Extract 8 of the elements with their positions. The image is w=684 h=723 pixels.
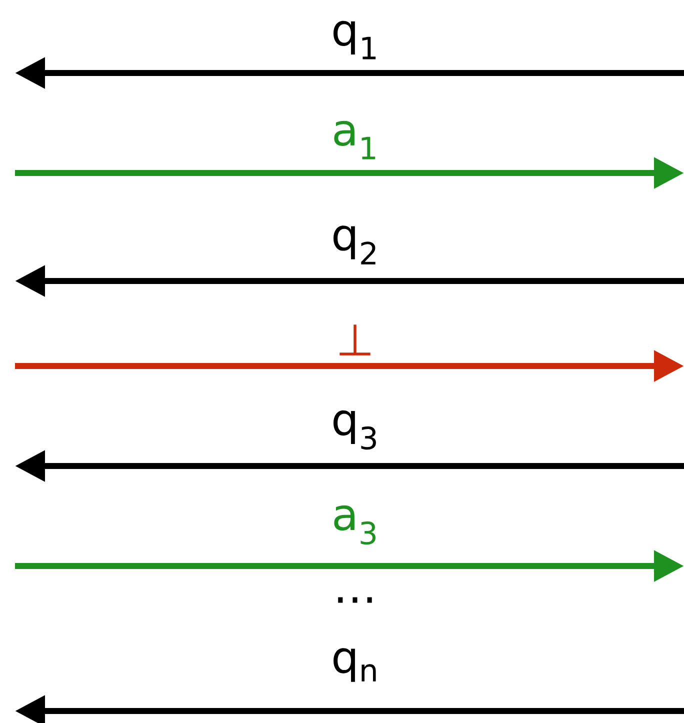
ellipsis: …: [338, 597, 372, 603]
message-label: q$_{1}$: [334, 20, 376, 60]
message-label: q$_{n}$: [334, 648, 376, 682]
message-label: ⊥: [340, 324, 370, 356]
message-label: a$_{1}$: [334, 120, 376, 160]
message-label: q$_{3}$: [334, 410, 376, 450]
message-label: a$_{3}$: [334, 505, 376, 545]
message-label: q$_{2}$: [334, 226, 376, 264]
